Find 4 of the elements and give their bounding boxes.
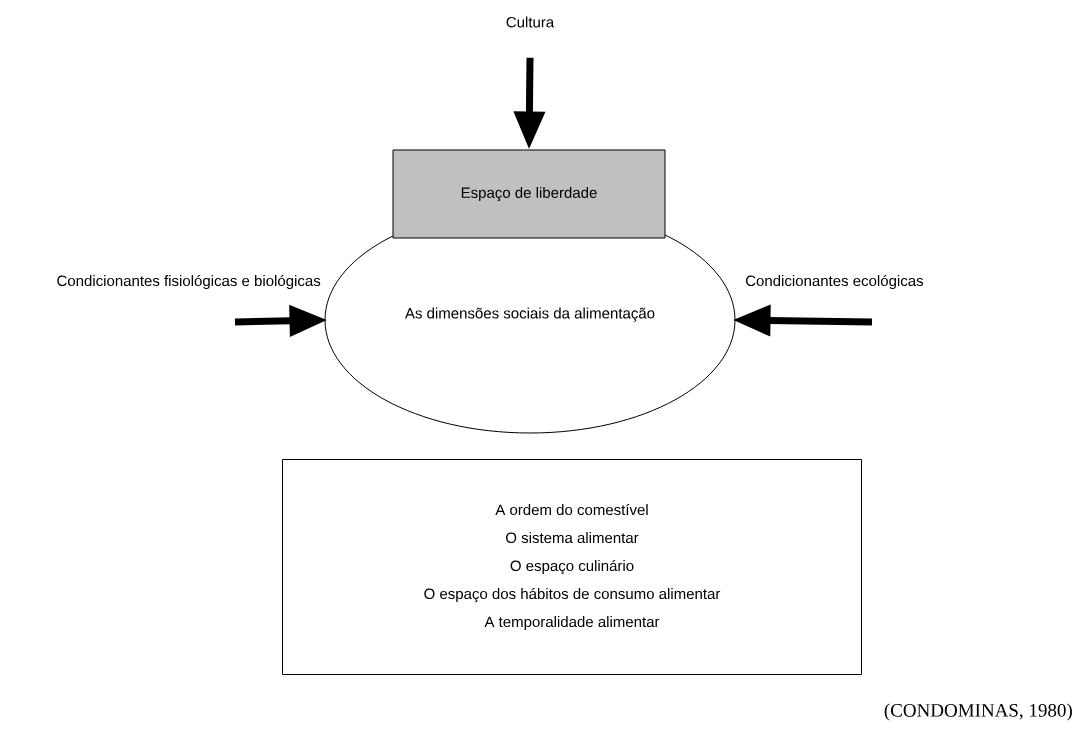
list-box: A ordem do comestível O sistema alimentar O espaço culinário O espaço dos hábitos de consumo alimentar A temporalidade alimentar bbox=[282, 459, 862, 675]
caption: (CONDOMINAS, 1980) bbox=[884, 703, 1072, 721]
process-box: Espaço de liberdade bbox=[392, 149, 666, 239]
bare-text: Cultura bbox=[506, 16, 555, 28]
